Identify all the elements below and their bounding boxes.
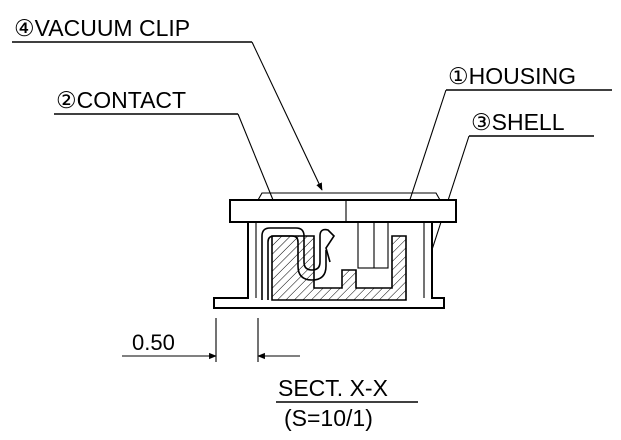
dimension-value: 0.50: [132, 330, 175, 355]
contact-spring: [261, 227, 336, 300]
label-vacuum-clip: ④VACUUM CLIP: [12, 15, 252, 43]
label-shell: ③SHELL: [469, 109, 594, 137]
label-contact-text: ②CONTACT: [56, 87, 186, 113]
vacuum-clip-top-edge: [257, 192, 441, 201]
section-caption: SECT. X-X (S=10/1): [276, 375, 418, 431]
vacuum-clip-plate: [229, 199, 457, 223]
section-scale: (S=10/1): [284, 405, 373, 431]
connector-body: [213, 192, 457, 309]
contact-spring-inner: [267, 235, 327, 300]
dimension-0-50: 0.50: [122, 318, 300, 362]
label-contact: ②CONTACT: [54, 87, 238, 115]
leader-vacuum-clip: [251, 41, 323, 191]
housing-section: [271, 235, 407, 301]
section-title: SECT. X-X: [278, 375, 388, 401]
housing-inner-block: [357, 221, 389, 269]
label-housing: ①HOUSING: [446, 63, 612, 91]
label-vacuum-clip-text: ④VACUUM CLIP: [14, 15, 190, 41]
label-housing-text: ①HOUSING: [448, 63, 576, 89]
label-shell-text: ③SHELL: [471, 109, 565, 135]
